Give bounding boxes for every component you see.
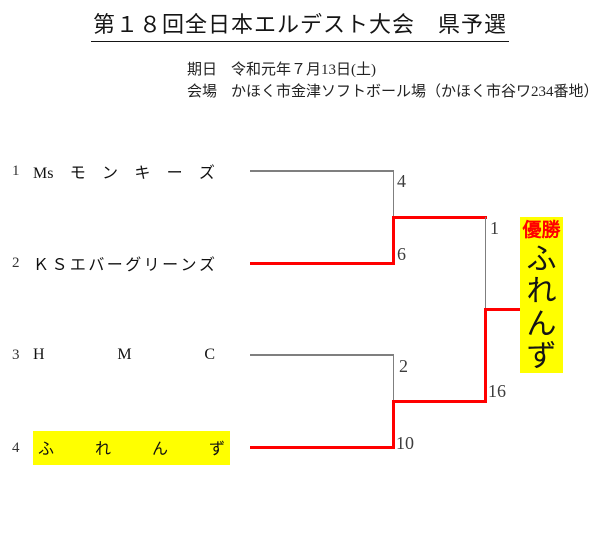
name-char: ー <box>162 257 179 274</box>
team-seed: 2 <box>12 254 20 271</box>
name-char: M <box>117 346 132 363</box>
champion-label: 優勝 <box>522 220 561 241</box>
final-connector-upper <box>484 217 486 309</box>
name-char: リ <box>143 257 160 274</box>
name-char: ー <box>106 257 123 274</box>
score-match1-team1: 4 <box>397 171 406 191</box>
name-char: ン <box>180 257 197 274</box>
venue-label: 会場 <box>187 83 218 100</box>
champion-box: 優勝 ふれんず <box>520 217 563 373</box>
date-value: 令和元年７月13日(土) <box>231 61 376 78</box>
name-char: C <box>204 346 215 363</box>
score-match1-team2: 6 <box>397 244 406 264</box>
bracket-line-team2-winner <box>250 261 395 265</box>
team-row-4: 4 ふ れ ん ず <box>12 431 230 465</box>
bracket-line-team4-winner <box>250 446 395 449</box>
bracket-line-team1 <box>250 170 394 172</box>
page-title: 第１８回全日本エルデスト大会 県予選 <box>90 7 509 42</box>
team-seed: 1 <box>12 162 20 179</box>
name-char: れ <box>526 275 557 309</box>
name-char: ふ <box>38 441 55 458</box>
score-final-bottom: 16 <box>488 381 506 401</box>
match1-winner-advance-line <box>392 215 487 219</box>
name-char: ず <box>208 441 225 458</box>
name-char: モ <box>69 165 86 182</box>
score-final-top: 1 <box>490 218 499 238</box>
name-char: エ <box>69 257 86 274</box>
event-info: 期日 令和元年７月13日(土) 会場 かほく市金津ソフトボール場（かほく市谷ワ2… <box>187 57 599 101</box>
name-char: ん <box>151 441 168 458</box>
score-match2-team3: 2 <box>399 356 408 376</box>
match1-connector-upper <box>392 170 394 217</box>
name-char: ー <box>166 165 183 182</box>
name-char: Ｋ <box>33 257 50 274</box>
team-row-3: 3 H M C <box>12 344 215 366</box>
name-char: ン <box>102 165 119 182</box>
name-char: れ <box>94 441 111 458</box>
header: 第１８回全日本エルデスト大会 県予選 <box>0 7 600 42</box>
date-label: 期日 <box>187 61 218 78</box>
name-char: Ｓ <box>51 257 68 274</box>
name-char: ズ <box>198 165 215 182</box>
final-winner-line <box>484 307 521 311</box>
team-row-1: 1 Ms モンキーズ <box>12 159 215 183</box>
final-connector-lower-winner <box>484 307 487 403</box>
name-char: グ <box>125 257 142 274</box>
match2-connector-upper <box>392 354 394 402</box>
event-date-row: 期日 令和元年７月13日(土) <box>187 57 599 79</box>
team-name: Ms モンキーズ <box>33 159 215 183</box>
name-char: ズ <box>198 257 215 274</box>
name-char: Ms <box>33 165 54 182</box>
match2-winner-advance-line <box>392 400 487 403</box>
name-char: バ <box>88 257 105 274</box>
champion-team-name: ふれんず <box>527 243 557 373</box>
bracket-line-team3 <box>250 354 394 356</box>
name-char: キ <box>134 165 151 182</box>
team-seed: 4 <box>12 439 20 456</box>
score-match2-team4: 10 <box>396 433 414 453</box>
name-char: ん <box>526 307 557 341</box>
team-seed: 3 <box>12 346 20 363</box>
venue-value: かほく市金津ソフトボール場（かほく市谷ワ234番地） <box>231 83 599 100</box>
team-name-highlighted: ふれんず <box>33 431 230 465</box>
name-char: ず <box>526 340 557 374</box>
name-char: ふ <box>526 242 557 276</box>
match1-connector-lower-winner <box>392 215 395 265</box>
name-char: H <box>33 346 45 363</box>
match2-connector-lower-winner <box>392 400 395 449</box>
event-venue-row: 会場 かほく市金津ソフトボール場（かほく市谷ワ234番地） <box>187 79 599 101</box>
